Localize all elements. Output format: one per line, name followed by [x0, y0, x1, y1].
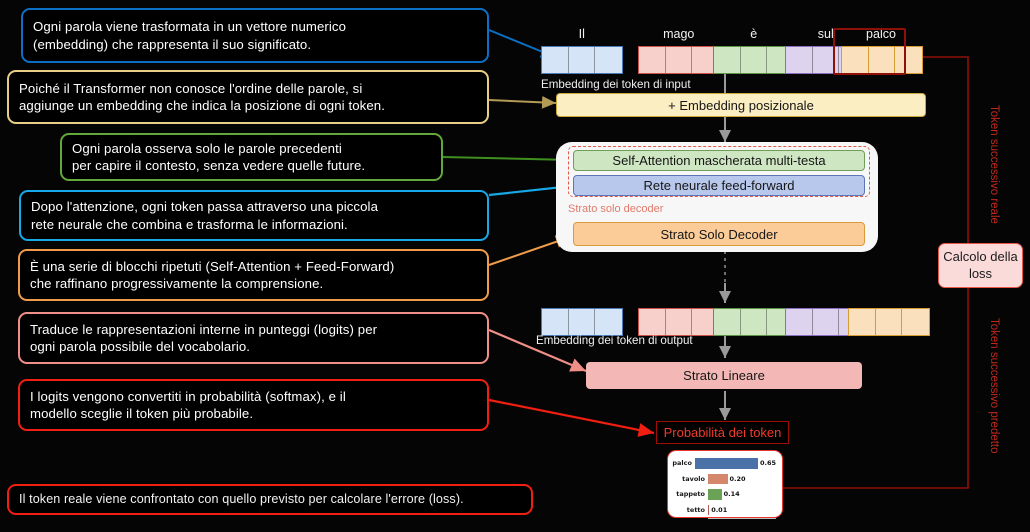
loss-computation-box[interactable]: Calcolo della loss — [938, 243, 1023, 288]
token-label-e: è — [750, 27, 758, 41]
decoder-layer-caption: Strato solo decoder — [568, 203, 664, 215]
feedforward-label: Rete neurale feed-forward — [643, 178, 795, 193]
token-label-mago: mago — [663, 27, 695, 41]
positional-embedding-bar[interactable]: + Embedding posizionale — [556, 93, 926, 117]
callout-feedforward[interactable]: Dopo l'attenzione, ogni token passa attr… — [19, 190, 489, 241]
chart-row-tavolo: tavolo 0.20 — [672, 472, 776, 487]
chart-row-palco: palco 0.65 — [672, 456, 776, 471]
output-embedding-caption: Embedding dei token di output — [536, 334, 693, 347]
loss-computation-label: Calcolo della loss — [943, 249, 1018, 281]
token-probability-chart[interactable]: palco 0.65 tavolo 0.20 tappeto 0.14 tett… — [667, 450, 783, 520]
chart-bar-tetto — [708, 504, 710, 515]
output-token-1[interactable] — [541, 308, 623, 340]
callout-masked-attention-text: Ogni parola osserva solo le parole prece… — [72, 140, 366, 173]
chart-value-palco: 0.65 — [759, 459, 776, 468]
linear-layer-label: Strato Lineare — [683, 368, 765, 383]
token-label-sul: sul — [817, 27, 834, 41]
callout-linear[interactable]: Traduce le rappresentazioni interne in p… — [18, 312, 489, 364]
leader-attention — [442, 153, 573, 167]
callout-softmax[interactable]: I logits vengono convertiti in probabili… — [18, 379, 489, 431]
token-label-palco: palco — [866, 27, 896, 41]
positional-embedding-label: + Embedding posizionale — [668, 97, 814, 113]
chart-value-tavolo: 0.20 — [729, 474, 746, 483]
linear-layer-block[interactable]: Strato Lineare — [586, 362, 862, 389]
input-embedding-caption: Embedding dei token di input — [541, 78, 691, 91]
chart-value-tappeto: 0.14 — [723, 490, 740, 499]
decoder-layer-dashed-border — [568, 146, 870, 197]
input-token-il[interactable]: Il — [541, 27, 623, 78]
input-token-e[interactable]: è — [713, 27, 795, 78]
output-token-cells-5 — [849, 309, 929, 335]
callout-positional[interactable]: Poiché il Transformer non conosce l'ordi… — [7, 70, 489, 124]
chart-row-tappeto: tappeto 0.14 — [672, 487, 776, 502]
output-token-3[interactable] — [713, 308, 795, 340]
highlight-box-real-token — [833, 28, 906, 75]
chart-category-tetto: tetto — [686, 505, 705, 514]
callout-linear-text: Traduce le rappresentazioni interne in p… — [30, 321, 378, 354]
output-token-cells-2 — [639, 309, 719, 335]
self-attention-block[interactable]: Self-Attention mascherata multi-testa — [573, 150, 865, 171]
output-token-2[interactable] — [638, 308, 720, 340]
loop-real-token — [906, 56, 969, 243]
chart-category-tappeto: tappeto — [676, 490, 705, 499]
feedforward-block[interactable]: Rete neurale feed-forward — [573, 175, 865, 196]
output-token-cells-1 — [542, 309, 622, 335]
chart-category-tavolo: tavolo — [682, 474, 705, 483]
input-token-mago[interactable]: mago — [638, 27, 720, 78]
token-cells-e — [714, 47, 794, 73]
chart-x-axis — [708, 518, 776, 520]
output-token-5[interactable] — [848, 308, 930, 340]
callout-decoder-stack[interactable]: È una serie di blocchi ripetuti (Self-At… — [18, 249, 489, 301]
callout-softmax-text: I logits vengono convertiti in probabili… — [30, 388, 346, 421]
token-probability-label: Probabilità dei token — [663, 425, 782, 440]
chart-bar-tavolo — [708, 473, 728, 484]
callout-positional-text: Poiché il Transformer non conosce l'ordi… — [19, 80, 385, 113]
leader-softmax — [488, 398, 655, 437]
chart-row-tetto: tetto 0.01 — [672, 503, 776, 518]
callout-masked-attention[interactable]: Ogni parola osserva solo le parole prece… — [60, 133, 443, 181]
chart-value-tetto: 0.01 — [711, 505, 728, 514]
chart-bar-tappeto — [708, 489, 722, 500]
output-token-cells-3 — [714, 309, 794, 335]
token-cells-il — [542, 47, 622, 73]
token-label-il: Il — [578, 27, 585, 41]
label-token-successivo-reale: Token successivo reale — [988, 105, 1000, 224]
chart-bar-palco — [694, 458, 758, 469]
callout-decoder-stack-text: È una serie di blocchi ripetuti (Self-At… — [30, 258, 395, 291]
callout-embedding-text: Ogni parola viene trasformata in un vett… — [33, 19, 347, 52]
callout-embedding[interactable]: Ogni parola viene trasformata in un vett… — [21, 8, 489, 63]
token-cells-palco — [842, 47, 922, 73]
chart-category-palco: palco — [672, 459, 692, 468]
decoder-only-block[interactable]: Strato Solo Decoder — [573, 222, 865, 246]
decoder-only-label: Strato Solo Decoder — [660, 226, 778, 242]
self-attention-label: Self-Attention mascherata multi-testa — [612, 153, 826, 168]
leader-positional — [488, 95, 557, 109]
callout-loss[interactable]: Il token reale viene confrontato con que… — [7, 484, 533, 515]
callout-loss-text: Il token reale viene confrontato con que… — [19, 492, 464, 507]
callout-feedforward-text: Dopo l'attenzione, ogni token passa attr… — [31, 199, 379, 232]
token-cells-mago — [639, 47, 719, 73]
token-probability-box[interactable]: Probabilità dei token — [656, 421, 789, 444]
label-token-successivo-predetto: Token successivo predetto — [988, 318, 1000, 454]
